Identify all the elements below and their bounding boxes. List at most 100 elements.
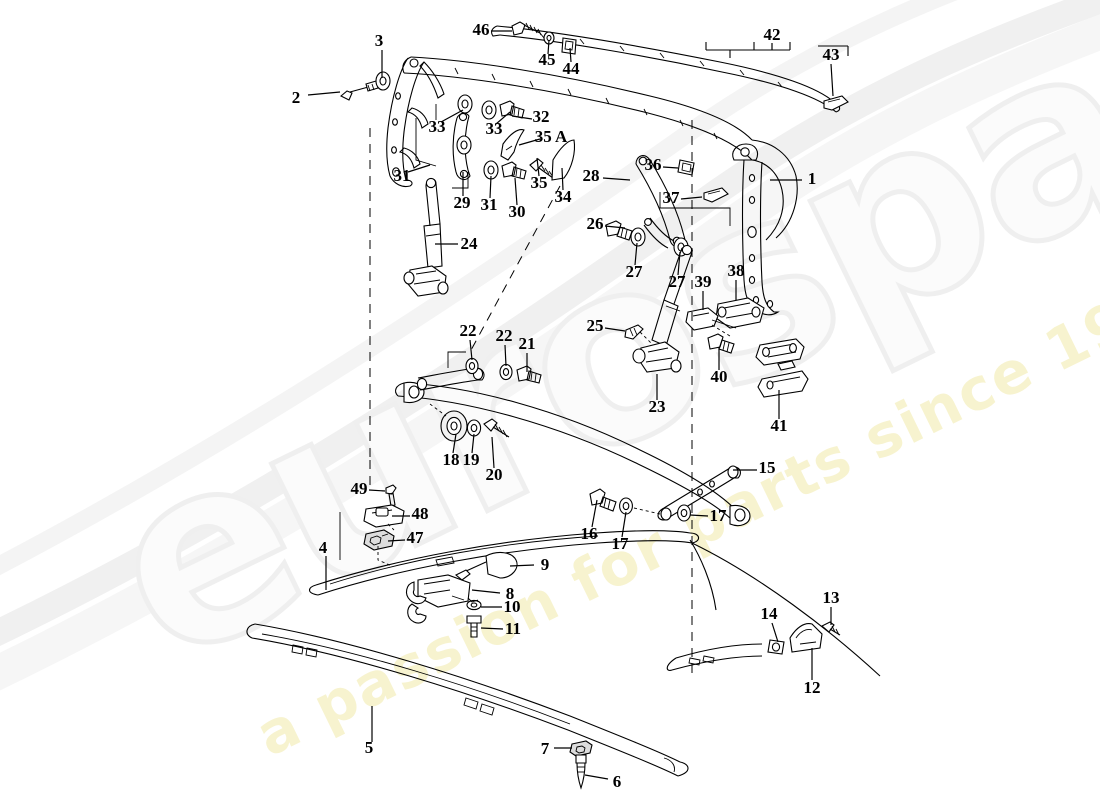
callout-15: 15 [733, 458, 776, 477]
callout-leader [662, 166, 679, 169]
callout-2: 2 [292, 88, 341, 107]
part-group-35-34 [500, 129, 576, 181]
part-4-bow [308, 530, 700, 596]
callout-41: 41 [771, 390, 788, 435]
callout-leader [514, 177, 518, 206]
callout-leader [471, 589, 501, 594]
callout-33b: 33 [486, 111, 511, 138]
callout-number: 46 [473, 20, 490, 39]
callout-9: 9 [509, 555, 549, 574]
callout-number: 39 [695, 272, 712, 291]
callout-leader [536, 157, 540, 177]
callout-47: 47 [387, 528, 424, 547]
callout-number: 18 [443, 450, 460, 469]
callout-number: 6 [613, 772, 622, 791]
callout-number: 4 [319, 538, 328, 557]
callout-leader [604, 327, 626, 332]
callout-27: 27 [626, 242, 643, 281]
callout-42: 42 [764, 25, 781, 50]
callout-40: 40 [711, 347, 728, 386]
callout-36: 36 [645, 155, 679, 174]
callout-number: 24 [461, 234, 479, 253]
callout-leader [569, 47, 572, 63]
callout-number: 42 [764, 25, 781, 44]
callout-6: 6 [584, 772, 622, 791]
part-group-latch [405, 551, 518, 638]
callout-48: 48 [392, 504, 429, 523]
callout-leader [387, 539, 406, 542]
callout-number: 41 [771, 416, 788, 435]
callout-11: 11 [480, 619, 521, 638]
callout-23: 23 [649, 374, 666, 416]
part-group-main-bow [386, 25, 841, 316]
callout-number: 33 [429, 117, 446, 136]
part-group-47-48-49 [363, 484, 405, 567]
callout-number: 49 [351, 479, 368, 498]
callout-leader [440, 109, 464, 123]
callout-leader [491, 436, 495, 469]
callout-leader [591, 499, 598, 528]
callout-number: 25 [587, 316, 604, 335]
callout-number: 35 [531, 173, 548, 192]
callout-27b: 27 [669, 251, 687, 291]
part-group-26-27 [605, 220, 689, 257]
callout-number: 34 [555, 187, 573, 206]
callout-number: 12 [804, 678, 821, 697]
callout-number: 7 [541, 739, 550, 758]
part-group-31-30 [456, 135, 527, 180]
callout-8: 8 [471, 584, 514, 603]
callout-28: 28 [583, 166, 631, 185]
callout-16: 16 [581, 499, 598, 543]
callout-number: 23 [649, 397, 666, 416]
callout-leader [689, 514, 709, 517]
callout-17: 17 [612, 511, 630, 553]
callout-leader [495, 111, 511, 125]
callout-leader [504, 344, 507, 367]
callout-number: 17 [612, 534, 630, 553]
part-5-bow [246, 623, 689, 777]
callout-22b: 22 [496, 326, 513, 367]
part-group-38-39-40 [685, 297, 765, 354]
callout-leader [561, 167, 564, 191]
callout-18: 18 [443, 433, 460, 469]
callout-number: 32 [533, 107, 550, 126]
part-right-lower-rail [666, 643, 763, 671]
callout-number: 14 [761, 604, 779, 623]
callout-leader [547, 39, 550, 55]
part-15-arm [589, 465, 741, 522]
callout-number: 13 [823, 588, 840, 607]
callout-number: 22 [460, 321, 477, 340]
callout-leader [602, 177, 631, 181]
callout-20: 20 [486, 436, 503, 484]
callout-19: 19 [463, 433, 480, 469]
callout-number: 31 [394, 166, 411, 185]
callout-number: 30 [509, 202, 526, 221]
callout-31: 31 [394, 164, 431, 185]
callout-leader [407, 164, 431, 173]
callout-12: 12 [804, 648, 821, 697]
callout-number: 2 [292, 88, 301, 107]
part-24-strut [403, 177, 449, 297]
callout-7: 7 [541, 739, 572, 758]
callout-43: 43 [823, 45, 840, 97]
callout-45: 45 [539, 39, 556, 69]
callout-number: 29 [454, 193, 471, 212]
callout-26: 26 [587, 214, 626, 233]
callout-number: 27 [669, 272, 687, 291]
callout-number: 22 [496, 326, 513, 345]
callout-17b: 17 [689, 506, 727, 525]
callout-4: 4 [319, 538, 328, 590]
callout-leader [469, 339, 473, 361]
callout-leader [680, 196, 703, 200]
callout-10: 10 [481, 597, 521, 616]
part-group-top-fasteners [511, 21, 577, 55]
callout-leader [584, 774, 609, 780]
part-top-panel [689, 539, 881, 677]
callout-leader [489, 175, 492, 199]
callout-number: 21 [519, 334, 536, 353]
callout-33: 33 [429, 109, 464, 136]
callout-leader [771, 622, 779, 643]
callout-21: 21 [519, 334, 536, 372]
callout-35A: 35 A [518, 127, 568, 146]
